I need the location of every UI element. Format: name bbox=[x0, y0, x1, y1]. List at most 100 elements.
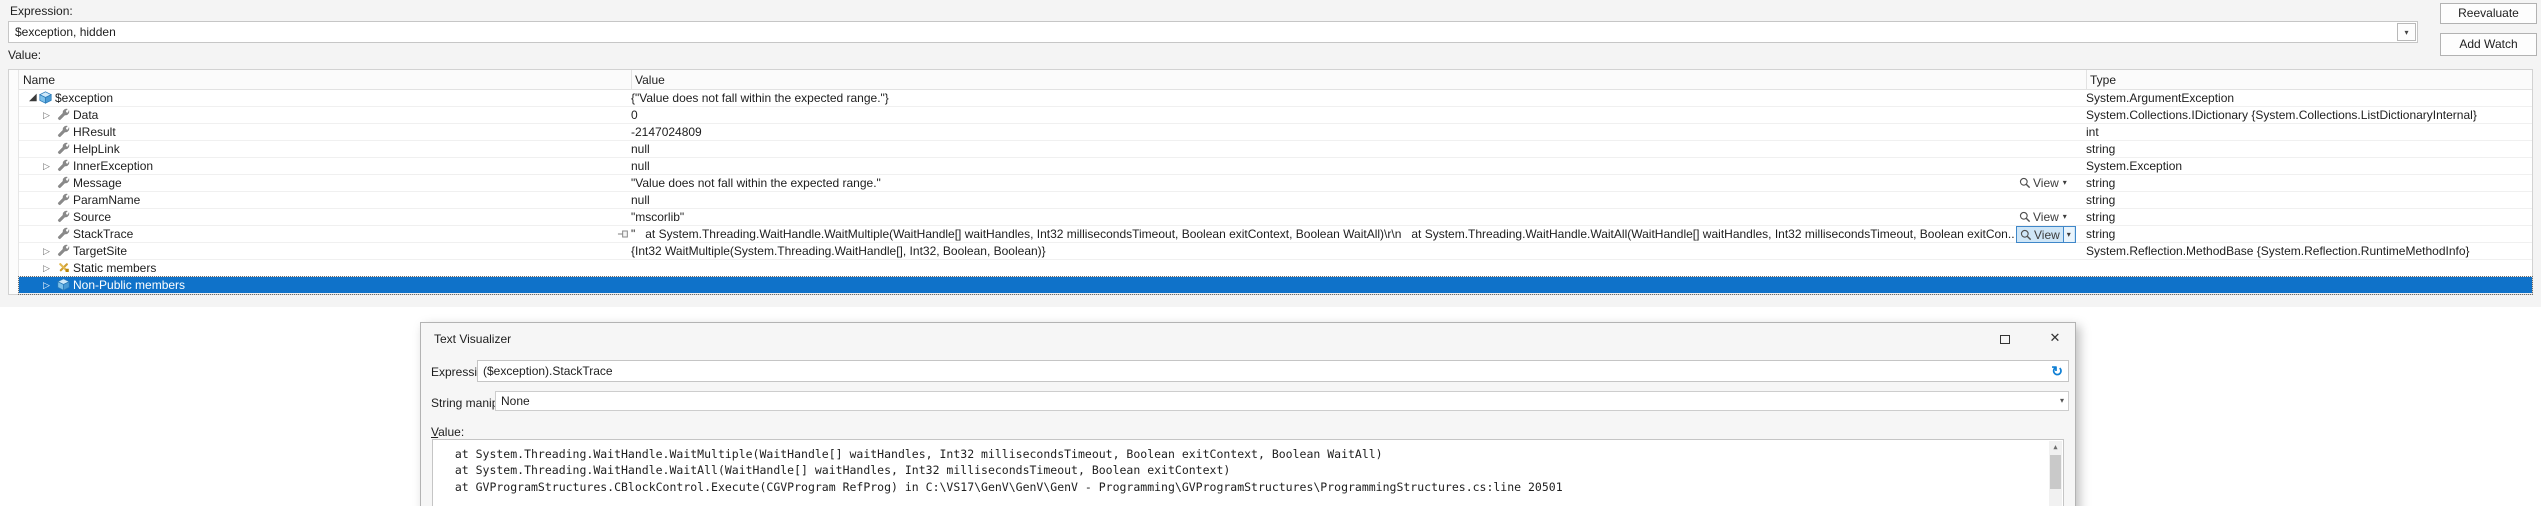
tree-row[interactable]: Source"mscorlib"View▾string bbox=[19, 209, 2532, 226]
grid-header: Name Value Type bbox=[19, 70, 2532, 90]
stack-line: at System.Threading.WaitHandle.WaitMulti… bbox=[441, 447, 1383, 461]
view-dropdown-icon[interactable]: ▾ bbox=[2062, 227, 2074, 242]
scrollbar-thumb[interactable] bbox=[2050, 455, 2061, 489]
quickwatch-panel: Expression: $exception, hidden ▾ Reevalu… bbox=[0, 0, 2541, 307]
view-button[interactable]: View▾ bbox=[2016, 226, 2076, 243]
chevron-down-icon[interactable]: ▾ bbox=[2397, 23, 2416, 41]
refresh-icon[interactable]: ↻ bbox=[2051, 363, 2063, 379]
tree-row[interactable]: StackTrace" at System.Threading.WaitHand… bbox=[19, 226, 2532, 243]
row-type: int bbox=[2086, 125, 2099, 139]
stack-line: at GVProgramStructures.CBlockControl.Exe… bbox=[441, 479, 1563, 494]
close-icon: ✕ bbox=[2049, 330, 2061, 345]
magnifier-icon bbox=[2019, 211, 2031, 223]
view-dropdown-icon[interactable]: ▾ bbox=[2062, 212, 2067, 221]
expander-collapsed-icon[interactable]: ▷ bbox=[43, 280, 50, 290]
expression-value: $exception, hidden bbox=[15, 25, 116, 39]
wrench-icon bbox=[57, 108, 71, 122]
column-header-type[interactable]: Type bbox=[2090, 73, 2117, 87]
row-value: {Int32 WaitMultiple(System.Threading.Wai… bbox=[631, 244, 1046, 258]
row-value: null bbox=[631, 142, 650, 156]
column-header-name[interactable]: Name bbox=[23, 73, 56, 87]
view-button[interactable]: View▾ bbox=[2019, 175, 2067, 191]
row-type: string bbox=[2086, 210, 2116, 224]
view-button-label: View bbox=[2034, 227, 2060, 242]
row-name: Data bbox=[73, 108, 99, 122]
expander-collapsed-icon[interactable]: ▷ bbox=[43, 161, 50, 171]
grid-gutter bbox=[9, 70, 19, 294]
vertical-scrollbar[interactable]: ▲ bbox=[2049, 441, 2062, 506]
visualizer-expression-input[interactable]: ($exception).StackTrace ↻ bbox=[477, 360, 2069, 382]
row-name: Message bbox=[73, 176, 122, 190]
wrench-icon bbox=[57, 227, 71, 241]
row-value: null bbox=[631, 193, 650, 207]
exception-object-icon bbox=[57, 278, 71, 292]
row-value: 0 bbox=[631, 108, 638, 122]
row-value: null bbox=[631, 159, 650, 173]
magnifier-icon bbox=[2019, 177, 2031, 189]
row-value: "Value does not fall within the expected… bbox=[631, 176, 881, 190]
row-type: string bbox=[2086, 176, 2116, 190]
row-name: HelpLink bbox=[73, 142, 120, 156]
row-type: string bbox=[2086, 142, 2116, 156]
row-name: Static members bbox=[73, 261, 157, 275]
view-button[interactable]: View▾ bbox=[2019, 209, 2067, 225]
value-label: Value: bbox=[8, 48, 42, 62]
column-separator[interactable] bbox=[2086, 70, 2087, 90]
dialog-title: Text Visualizer bbox=[434, 332, 512, 346]
expression-label: Expression: bbox=[10, 4, 73, 18]
expander-collapsed-icon[interactable]: ▷ bbox=[43, 263, 50, 273]
wrench-icon bbox=[57, 125, 71, 139]
wrench-icon bbox=[57, 210, 71, 224]
tree-rows: ◢$exception{"Value does not fall within … bbox=[18, 90, 2533, 295]
tree-row[interactable]: ▷ Static members bbox=[19, 260, 2532, 277]
view-button-label: View bbox=[2033, 210, 2059, 224]
wrench-icon bbox=[57, 193, 71, 207]
column-header-value[interactable]: Value bbox=[635, 73, 665, 87]
watch-grid: Name Value Type ◢$exception{"Value does … bbox=[8, 69, 2533, 295]
stack-line: at System.Threading.WaitHandle.WaitAll(W… bbox=[441, 463, 1231, 478]
row-type: System.Collections.IDictionary {System.C… bbox=[2086, 108, 2477, 122]
visualizer-value-label: Value: bbox=[431, 425, 465, 439]
row-value: "mscorlib" bbox=[631, 210, 685, 224]
expander-collapsed-icon[interactable]: ▷ bbox=[43, 110, 50, 120]
row-type: System.Exception bbox=[2086, 159, 2183, 173]
scroll-up-icon[interactable]: ▲ bbox=[2053, 443, 2058, 451]
wrench-icon bbox=[57, 142, 71, 156]
maximize-button[interactable] bbox=[1993, 331, 2017, 349]
chevron-down-icon: ▾ bbox=[2059, 396, 2064, 405]
row-name: StackTrace bbox=[73, 227, 134, 241]
expander-collapsed-icon[interactable]: ▷ bbox=[43, 246, 50, 256]
string-manipulation-value: None bbox=[501, 394, 530, 408]
string-manipulation-select[interactable]: None ▾ bbox=[495, 391, 2069, 411]
tree-row[interactable]: ▷ TargetSite {Int32 WaitMultiple(System.Th… bbox=[19, 243, 2532, 260]
row-type: System.ArgumentException bbox=[2086, 91, 2235, 105]
pin-icon[interactable] bbox=[617, 228, 630, 244]
tree-row[interactable]: Message "Value does not fall within the e… bbox=[19, 175, 2532, 192]
tree-row[interactable]: ◢$exception{"Value does not fall within … bbox=[19, 90, 2532, 107]
magnifier-icon bbox=[2020, 229, 2032, 241]
row-value: {"Value does not fall within the expecte… bbox=[631, 91, 889, 105]
exception-object-icon bbox=[39, 91, 53, 105]
reevaluate-button[interactable]: Reevaluate bbox=[2440, 3, 2537, 24]
tree-row[interactable]: ▷Non-Public members bbox=[18, 276, 2533, 295]
tree-row[interactable]: ▷ Data 0 System.Collections.IDictionary {Sy… bbox=[19, 107, 2532, 124]
row-name: HResult bbox=[73, 125, 116, 139]
close-button[interactable]: ✕ bbox=[2043, 329, 2067, 347]
view-dropdown-icon[interactable]: ▾ bbox=[2062, 178, 2067, 187]
expression-combobox[interactable]: $exception, hidden ▾ bbox=[8, 21, 2418, 43]
tree-row[interactable]: HelpLink null string bbox=[19, 141, 2532, 158]
tree-row[interactable]: ▷ InnerException null System.Exception bbox=[19, 158, 2532, 175]
tree-row[interactable]: HResult -2147024809 int bbox=[19, 124, 2532, 141]
add-watch-button[interactable]: Add Watch bbox=[2440, 33, 2537, 56]
row-name: TargetSite bbox=[73, 244, 128, 258]
row-name: InnerException bbox=[73, 159, 154, 173]
expander-expanded-icon[interactable]: ◢ bbox=[29, 92, 37, 103]
text-visualizer-dialog: Text Visualizer ✕ Expression: ($exceptio… bbox=[420, 322, 2076, 506]
row-value: -2147024809 bbox=[631, 125, 702, 139]
static-members-icon bbox=[57, 261, 71, 275]
column-separator[interactable] bbox=[631, 70, 632, 90]
row-type: string bbox=[2086, 227, 2116, 241]
stack-trace-textarea[interactable]: at System.Threading.WaitHandle.WaitMulti… bbox=[432, 439, 2064, 506]
